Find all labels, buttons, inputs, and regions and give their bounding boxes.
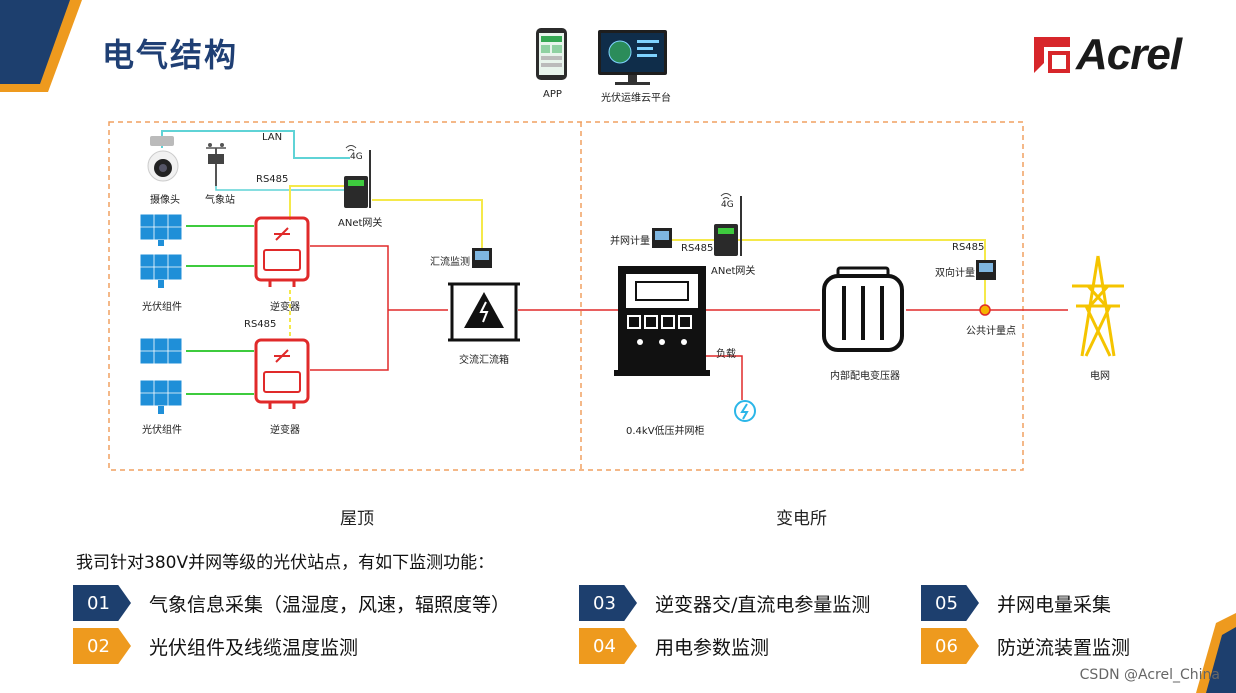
label-camera: 摄像头 (150, 195, 180, 206)
acrel-logo: Acrel (1034, 30, 1182, 80)
inverter-2-icon (254, 338, 310, 409)
watermark: CSDN @Acrel_China (1079, 667, 1220, 683)
anet-gateway-1-icon (344, 145, 371, 208)
low-voltage-cabinet-icon (614, 266, 710, 376)
label-rs485-2: RS485 (244, 319, 277, 330)
label-cloud-platform: 光伏运维云平台 (601, 93, 671, 104)
corner-decoration-top-left (0, 0, 82, 92)
label-gateway-2: ANet网关 (711, 266, 756, 277)
label-transformer: 内部配电变压器 (830, 371, 900, 382)
corner-decoration-bottom-right (1196, 613, 1236, 693)
load-icon (734, 400, 756, 422)
label-pcc: 公共计量点 (966, 326, 1016, 337)
rs485-line-combiner (372, 199, 483, 250)
label-load: 负载 (716, 349, 736, 360)
bidirectional-meter-icon (976, 260, 996, 280)
feature-number: 01 (73, 585, 131, 621)
feature-text: 逆变器交/直流电参量监测 (655, 593, 871, 616)
lan-line (161, 130, 350, 159)
grid-meter-icon (652, 228, 672, 248)
feature-text: 并网电量采集 (997, 593, 1112, 616)
label-4g-2: 4G (721, 200, 734, 210)
page-title: 电气结构 (102, 36, 239, 74)
diagram-frame (108, 121, 1024, 471)
feature-number: 06 (921, 628, 979, 664)
ac-combiner-box-icon (448, 282, 520, 342)
label-app: APP (543, 89, 562, 100)
feature-item-03: 03 逆变器交/直流电参量监测 (579, 585, 870, 621)
label-pv-1: 光伏组件 (142, 302, 182, 313)
label-weather-station: 气象站 (205, 195, 235, 206)
cloud-platform-monitor-icon (598, 30, 667, 85)
label-inverter-1: 逆变器 (270, 302, 300, 313)
camera-icon (147, 136, 179, 182)
label-gateway-1: ANet网关 (338, 218, 383, 229)
feature-item-02: 02 光伏组件及线缆温度监测 (73, 628, 358, 664)
region-label-rooftop: 屋顶 (340, 509, 374, 529)
electrical-structure-diagram (108, 28, 1124, 471)
app-phone-icon (536, 28, 567, 80)
label-4g-1: 4G (350, 152, 363, 162)
label-cabinet: 0.4kV低压并网柜 (626, 426, 705, 437)
feature-item-01: 01 气象信息采集（温湿度，风速，辐照度等） (73, 585, 510, 621)
label-pv-2: 光伏组件 (142, 425, 182, 436)
anet-gateway-2-icon (714, 193, 742, 256)
rs485-line-inverter (289, 185, 344, 220)
feature-text: 光伏组件及线缆温度监测 (149, 636, 359, 659)
label-lan: LAN (262, 132, 283, 143)
feature-number: 04 (579, 628, 637, 664)
intro-text: 我司针对380V并网等级的光伏站点，有如下监测功能： (76, 553, 495, 573)
logo-text: Acrel (1076, 30, 1182, 79)
inverter-1-icon (254, 216, 310, 287)
feature-text: 用电参数监测 (655, 636, 770, 659)
pv-panels-group-2 (139, 337, 183, 414)
label-grid: 电网 (1090, 371, 1110, 382)
feature-number: 05 (921, 585, 979, 621)
feature-item-05: 05 并网电量采集 (921, 585, 1111, 621)
feature-number: 03 (579, 585, 637, 621)
feature-number: 02 (73, 628, 131, 664)
power-tower-icon (1072, 255, 1124, 357)
feature-text: 气象信息采集（温湿度，风速，辐照度等） (149, 593, 511, 616)
label-bidirectional-meter: 双向计量 (935, 268, 975, 279)
label-inverter-2: 逆变器 (270, 425, 300, 436)
label-combiner-monitor: 汇流监测 (430, 257, 470, 268)
ac-line-load (706, 355, 743, 400)
label-rs485-1: RS485 (256, 174, 289, 185)
combiner-monitor-meter-icon (472, 248, 492, 268)
label-rs485-4: RS485 (952, 242, 985, 253)
ac-line-inverter2 (310, 310, 389, 371)
region-label-substation: 变电所 (776, 509, 827, 529)
pv-panels-group-1 (139, 213, 183, 288)
pcc-point-icon (979, 304, 991, 316)
label-ac-combiner: 交流汇流箱 (459, 355, 509, 366)
acrel-logo-icon (1034, 37, 1070, 73)
label-rs485-3: RS485 (681, 243, 714, 254)
transformer-icon (822, 266, 904, 352)
ac-line-inverter1 (310, 245, 389, 310)
feature-item-04: 04 用电参数监测 (579, 628, 769, 664)
label-grid-meter: 并网计量 (610, 236, 650, 247)
weather-station-icon (206, 143, 226, 186)
feature-item-06: 06 防逆流装置监测 (921, 628, 1130, 664)
feature-text: 防逆流装置监测 (997, 636, 1131, 659)
